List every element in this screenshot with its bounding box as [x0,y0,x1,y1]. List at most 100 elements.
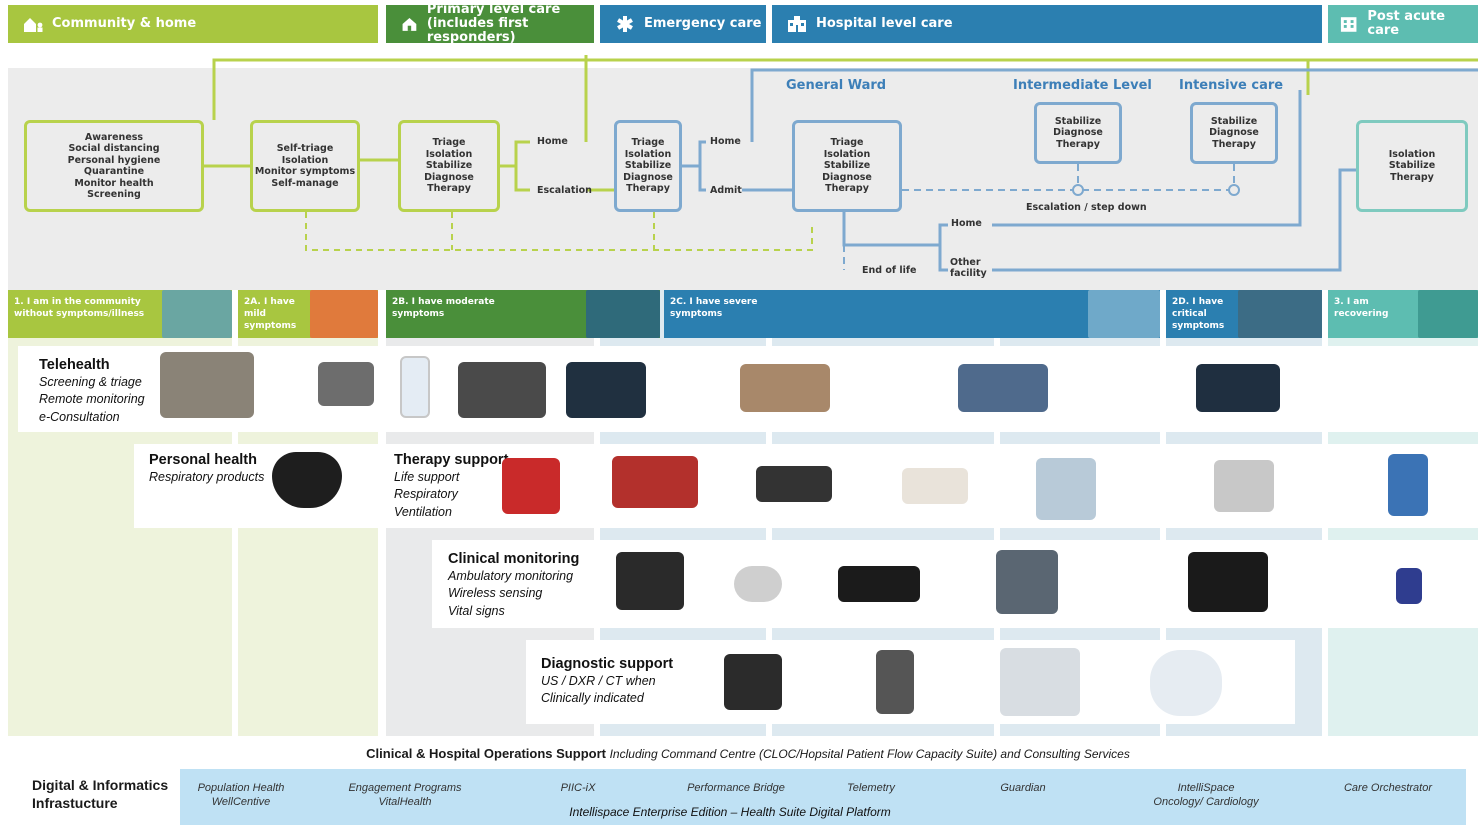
clinical-monitoring-item: Wireless sensing [448,586,543,600]
platform-item: Performance Bridge [687,782,785,794]
label-escalation: Escalation [537,185,592,196]
ct-scanner-device [1150,650,1222,716]
section-general-ward: General Ward [786,78,887,93]
transport-monitor-device [616,552,684,610]
platform-footer: Intellispace Enterprise Edition – Health… [569,805,891,819]
respiratory-mask-device [272,452,342,508]
defibrillator-device [502,458,560,514]
platform-item: Engagement Programs VitalHealth [348,782,462,808]
therapy-support-item: Ventilation [394,505,452,519]
header-community-label: Community & home [52,16,197,31]
home-people-icon [24,18,43,32]
stage-photo-critical [1238,290,1322,338]
header-post-acute: Post acute care [1328,5,1478,43]
label-admit: Admit [710,185,742,196]
vital-sensors-device [458,362,546,418]
diagnostic-support-item: Clinically indicated [541,691,644,705]
panel-clinical-monitoring [432,540,1478,628]
ventilator-device [1036,458,1096,520]
telehealth-item: Remote monitoring [39,392,145,406]
telehealth-item: Screening & triage [39,375,142,389]
label-home-1: Home [537,136,568,147]
box-self-triage: Self-triage Isolation Monitor symptoms S… [250,120,360,212]
stage-critical: 2D. I have critical symptoms [1166,290,1322,338]
handheld-ultrasound-device [724,654,782,710]
box-ward-triage: Triage Isolation Stabilize Diagnose Ther… [792,120,902,212]
flow-connectors [204,55,1478,272]
command-centre-photo [1196,364,1280,412]
label-home-3: Home [951,218,982,229]
clinical-monitoring-title: Clinical monitoring [448,551,580,567]
teleconsult-monitor [566,362,646,418]
operations-title: Clinical & Hospital Operations Support [366,746,606,761]
header-primary: Primary level care (includes first respo… [386,2,594,45]
header-emergency: Emergency care [600,5,766,43]
infrastructure-label: Digital & Informatics Infrastucture [32,777,169,811]
box-intermediate: Stabilize Diagnose Therapy [1034,102,1122,164]
label-home-2: Home [710,136,741,147]
platform-item: Guardian [1000,782,1046,794]
stage-moderate: 2B. I have moderate symptoms [386,290,660,338]
platforms-bar [180,769,1466,825]
therapy-support-item: Respiratory [394,487,458,501]
bipap-device [902,468,968,504]
stage-photo-severe [1088,290,1160,338]
box-community: Awareness Social distancing Personal hyg… [24,120,204,212]
therapy-support-title: Therapy support [394,452,509,468]
platform-item: Care Orchestrator [1343,782,1433,794]
stage-photo-recovering [1418,290,1478,338]
platform-item: Population Health WellCentive [197,782,285,808]
box-post-acute: Isolation Stabilize Therapy [1356,120,1468,212]
box-emergency-triage: Triage Isolation Stabilize Diagnose Ther… [614,120,682,212]
platform-item: Telemetry [847,782,895,794]
header-primary-label: Primary level care (includes first respo… [426,2,561,45]
header-hospital-label: Hospital level care [816,16,953,31]
stage-mild: 2A. I have mild symptoms [238,290,378,338]
personal-health-item: Respiratory products [149,470,265,484]
building-icon [1340,17,1357,32]
phone-app-device [400,356,430,418]
platform-item: IntelliSpace Oncology/ Cardiology [1153,782,1259,808]
label-other-facility: Other facility [950,257,987,279]
icu-monitor-device [1188,552,1268,612]
stage-photo-community [162,290,232,338]
cpap-device [756,466,832,502]
section-intensive: Intensive care [1179,78,1284,93]
consultation-photo [740,364,830,412]
header-emergency-label: Emergency care [644,16,762,31]
clinician-screen-photo [958,364,1048,412]
diagnostic-support-item: US / DXR / CT when [541,674,656,688]
box-primary-triage: Triage Isolation Stabilize Diagnose Ther… [398,120,500,212]
operations-support-line: Clinical & Hospital Operations Support I… [18,746,1478,761]
header-hospital: Hospital level care [772,5,1322,43]
house-icon [402,17,417,31]
star-of-life-icon [617,16,633,32]
section-intermediate: Intermediate Level [1013,78,1152,93]
home-monitor-device [318,362,374,406]
bedside-monitor-device [996,550,1058,614]
stage-severe: 2C. I have severe symptoms [664,290,1160,338]
tablet-user-photo [160,352,254,418]
operations-subtitle: Including Command Centre (CLOC/Hopsital … [609,747,1130,761]
diagnostic-support-title: Diagnostic support [541,656,674,672]
ultrasound-cart-device [876,650,914,714]
telehealth-title: Telehealth [39,357,110,373]
box-intensive: Stabilize Diagnose Therapy [1190,102,1278,164]
hospital-icon [788,16,806,32]
mobile-xray-device [1000,648,1080,716]
portable-ventilator-device [1214,460,1274,512]
stage-recovering: 3. I am recovering [1328,290,1478,338]
patient-monitor-device [838,566,920,602]
stage-community: 1. I am in the community without symptom… [8,290,232,338]
clinical-monitoring-item: Ambulatory monitoring [448,569,574,583]
header-community: Community & home [8,5,378,43]
oxygen-concentrator-device [1388,454,1428,516]
stage-photo-mild [310,290,378,338]
emergency-defib-device [612,456,698,508]
header-post-acute-label: Post acute care [1367,9,1446,38]
platform-item: PIIC-iX [560,782,596,794]
telehealth-item: e-Consultation [39,410,120,424]
personal-health-title: Personal health [149,452,257,468]
label-end-of-life: End of life [862,265,917,276]
wireless-sensor-device [734,566,782,602]
